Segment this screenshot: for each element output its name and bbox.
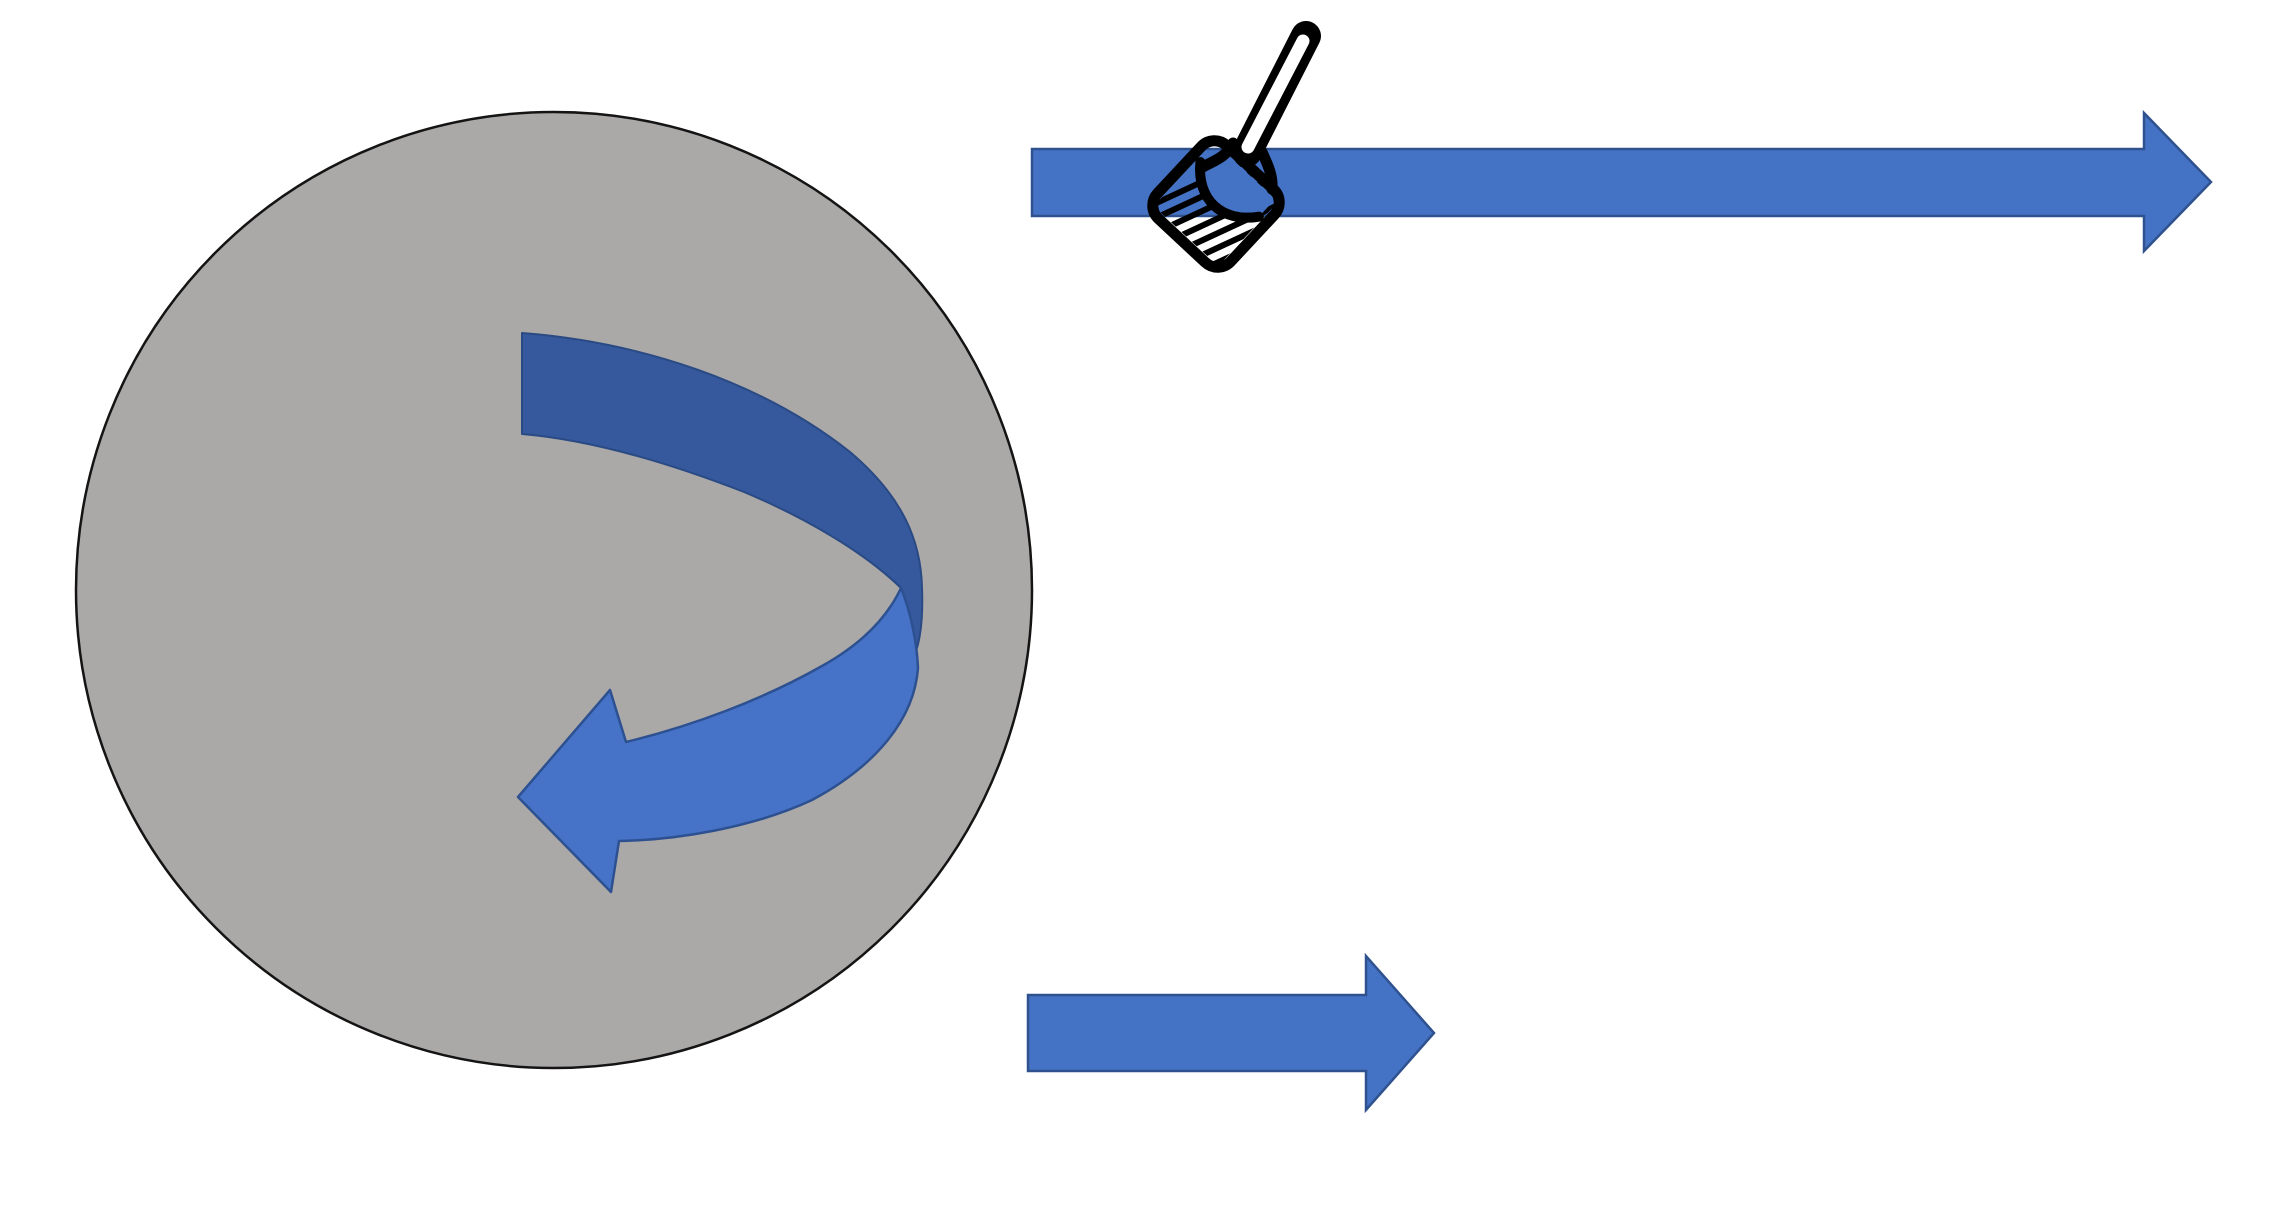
top-right-arrow [1030,109,2213,255]
rotation-arrow [516,332,924,894]
ball-circle [74,110,1034,1070]
brush-head-plate [1147,135,1285,273]
brush-handle-core [1241,34,1310,154]
rotation-arrow-light-segment [516,586,920,894]
bottom-right-arrow [1026,952,1436,1114]
paintbrush-icon [1147,21,1321,273]
